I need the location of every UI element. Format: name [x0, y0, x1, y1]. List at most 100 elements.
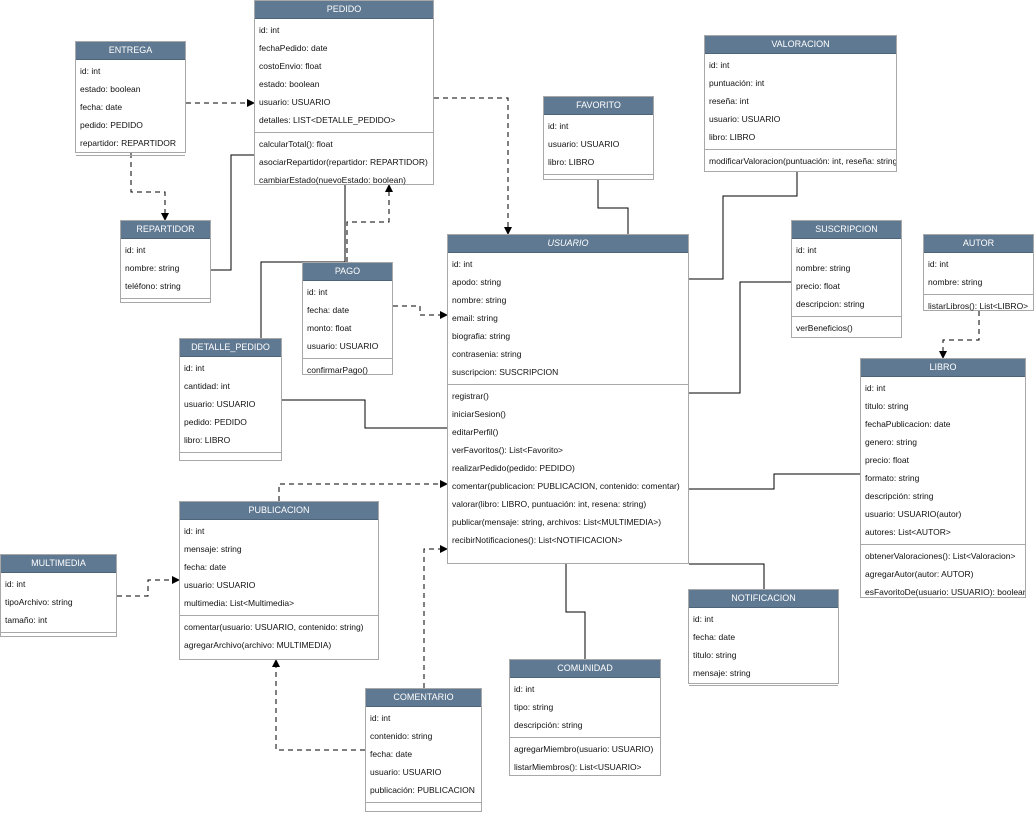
class-attribute: id: int: [125, 245, 146, 255]
class-title: NOTIFICACION: [689, 590, 838, 608]
class-attribute: id: int: [370, 713, 391, 723]
class-methods: agregarMiembro(usuario: USUARIO)listarMi…: [510, 737, 660, 779]
class-method: editarPerfil(): [452, 427, 499, 437]
class-attribute: titulo: string: [865, 401, 909, 411]
class-title: COMUNIDAD: [510, 660, 660, 678]
relation-autor-libro: [939, 311, 980, 359]
class-multimedia: MULTIMEDIA id: int tipoArchivo: string tama…: [0, 554, 117, 637]
class-attribute: usuario: USUARIO: [548, 139, 620, 149]
class-attribute: fecha: date: [307, 305, 350, 315]
class-title: LIBRO: [861, 359, 1025, 377]
class-methods: [76, 155, 185, 161]
class-attribute: id: int: [514, 684, 535, 694]
class-attribute: nombre: string: [796, 263, 851, 273]
class-attribute: tamaño: int: [5, 615, 48, 625]
class-title: REPARTIDOR: [121, 221, 210, 239]
class-attribute: mensaje: string: [184, 544, 242, 554]
relation-entrega-repartidor: [130, 153, 169, 221]
class-attributes: id: int tipoArchivo: string tamaño: int: [1, 573, 116, 632]
class-attribute: id: int: [259, 25, 280, 35]
class-title: MULTIMEDIA: [1, 555, 116, 573]
class-method: calcularTotal(): float: [259, 139, 333, 149]
class-attribute: fecha: date: [370, 749, 413, 759]
class-attribute: id: int: [548, 121, 569, 131]
relation-pedido-usuario: [434, 97, 512, 235]
class-attribute: usuario: USUARIO: [184, 580, 256, 590]
class-attribute: usuario: USUARIO: [259, 97, 331, 107]
class-attribute: repartidor: REPARTIDOR: [80, 138, 177, 148]
class-attribute: nombre: string: [125, 263, 180, 273]
class-attribute: precio: float: [796, 281, 840, 291]
class-title: SUSCRIPCION: [792, 221, 901, 239]
class-attribute: libro: LIBRO: [548, 157, 595, 167]
class-attribute: id: int: [865, 383, 886, 393]
class-attribute: fechaPublicacion: date: [865, 419, 951, 429]
class-attribute: contenido: string: [370, 731, 433, 741]
class-method: registrar(): [452, 391, 489, 401]
class-method: agregarArchivo(archivo: MULTIMEDIA): [184, 640, 332, 650]
class-method: obtenerValoraciones(): List<Valoracion>: [865, 551, 1016, 561]
class-method: modificarValoracion(puntuación: int, res…: [709, 156, 896, 166]
class-method: agregarAutor(autor: AUTOR): [865, 569, 974, 579]
class-methods: confirmarPago(): [303, 358, 392, 382]
relation-repartidor-pedido: [211, 154, 254, 271]
class-attribute: id: int: [928, 259, 949, 269]
class-title: VALORACION: [705, 36, 896, 54]
class-attribute: fechaPedido: date: [259, 43, 328, 53]
relation-comentario-publicacion: [272, 659, 365, 751]
class-attribute: email: string: [452, 313, 498, 323]
class-method: verFavoritos(): List<Favorito>: [452, 445, 564, 455]
class-attribute: genero: string: [865, 437, 917, 447]
class-attribute: suscripcion: SUSCRIPCION: [452, 367, 559, 377]
class-method: agregarMiembro(usuario: USUARIO): [514, 744, 654, 754]
class-attributes: id: int titulo: string fechaPublicacion: d…: [861, 377, 1025, 544]
class-attribute: multimedia: List<Multimedia>: [184, 598, 295, 608]
class-attribute: descripcion: string: [796, 299, 865, 309]
class-attribute: estado: boolean: [259, 79, 320, 89]
class-method: asociarRepartidor(repartidor: REPARTIDOR…: [259, 157, 428, 167]
class-methods: [180, 452, 281, 458]
class-attribute: teléfono: string: [125, 281, 181, 291]
class-attribute: nombre: string: [452, 295, 507, 305]
relation-publicacion-usuario: [278, 480, 448, 501]
class-methods: [689, 685, 838, 691]
class-attribute: tipoArchivo: string: [5, 597, 73, 607]
class-attribute: mensaje: string: [693, 668, 751, 678]
class-title: PAGO: [303, 263, 392, 281]
class-method: confirmarPago(): [307, 365, 368, 375]
class-title: AUTOR: [924, 235, 1033, 253]
class-methods: modificarValoracion(puntuación: int, res…: [705, 149, 896, 173]
class-title: PUBLICACION: [180, 502, 378, 520]
class-title: USUARIO: [448, 235, 688, 253]
class-attribute: id: int: [709, 60, 730, 70]
class-attribute: pedido: PEDIDO: [80, 120, 143, 130]
class-methods: [544, 174, 653, 180]
class-attribute: usuario: USUARIO: [709, 114, 781, 124]
class-method: recibirNotificaciones(): List<NOTIFICACI…: [452, 535, 623, 545]
class-attribute: contrasenia: string: [452, 349, 522, 359]
class-attribute: estado: boolean: [80, 84, 141, 94]
class-method: comentar(publicacion: PUBLICACION, conte…: [452, 481, 680, 491]
class-attribute: titulo: string: [693, 650, 737, 660]
class-methods: obtenerValoraciones(): List<Valoracion> a…: [861, 544, 1025, 604]
class-attribute: id: int: [184, 363, 205, 373]
class-attribute: id: int: [5, 579, 26, 589]
